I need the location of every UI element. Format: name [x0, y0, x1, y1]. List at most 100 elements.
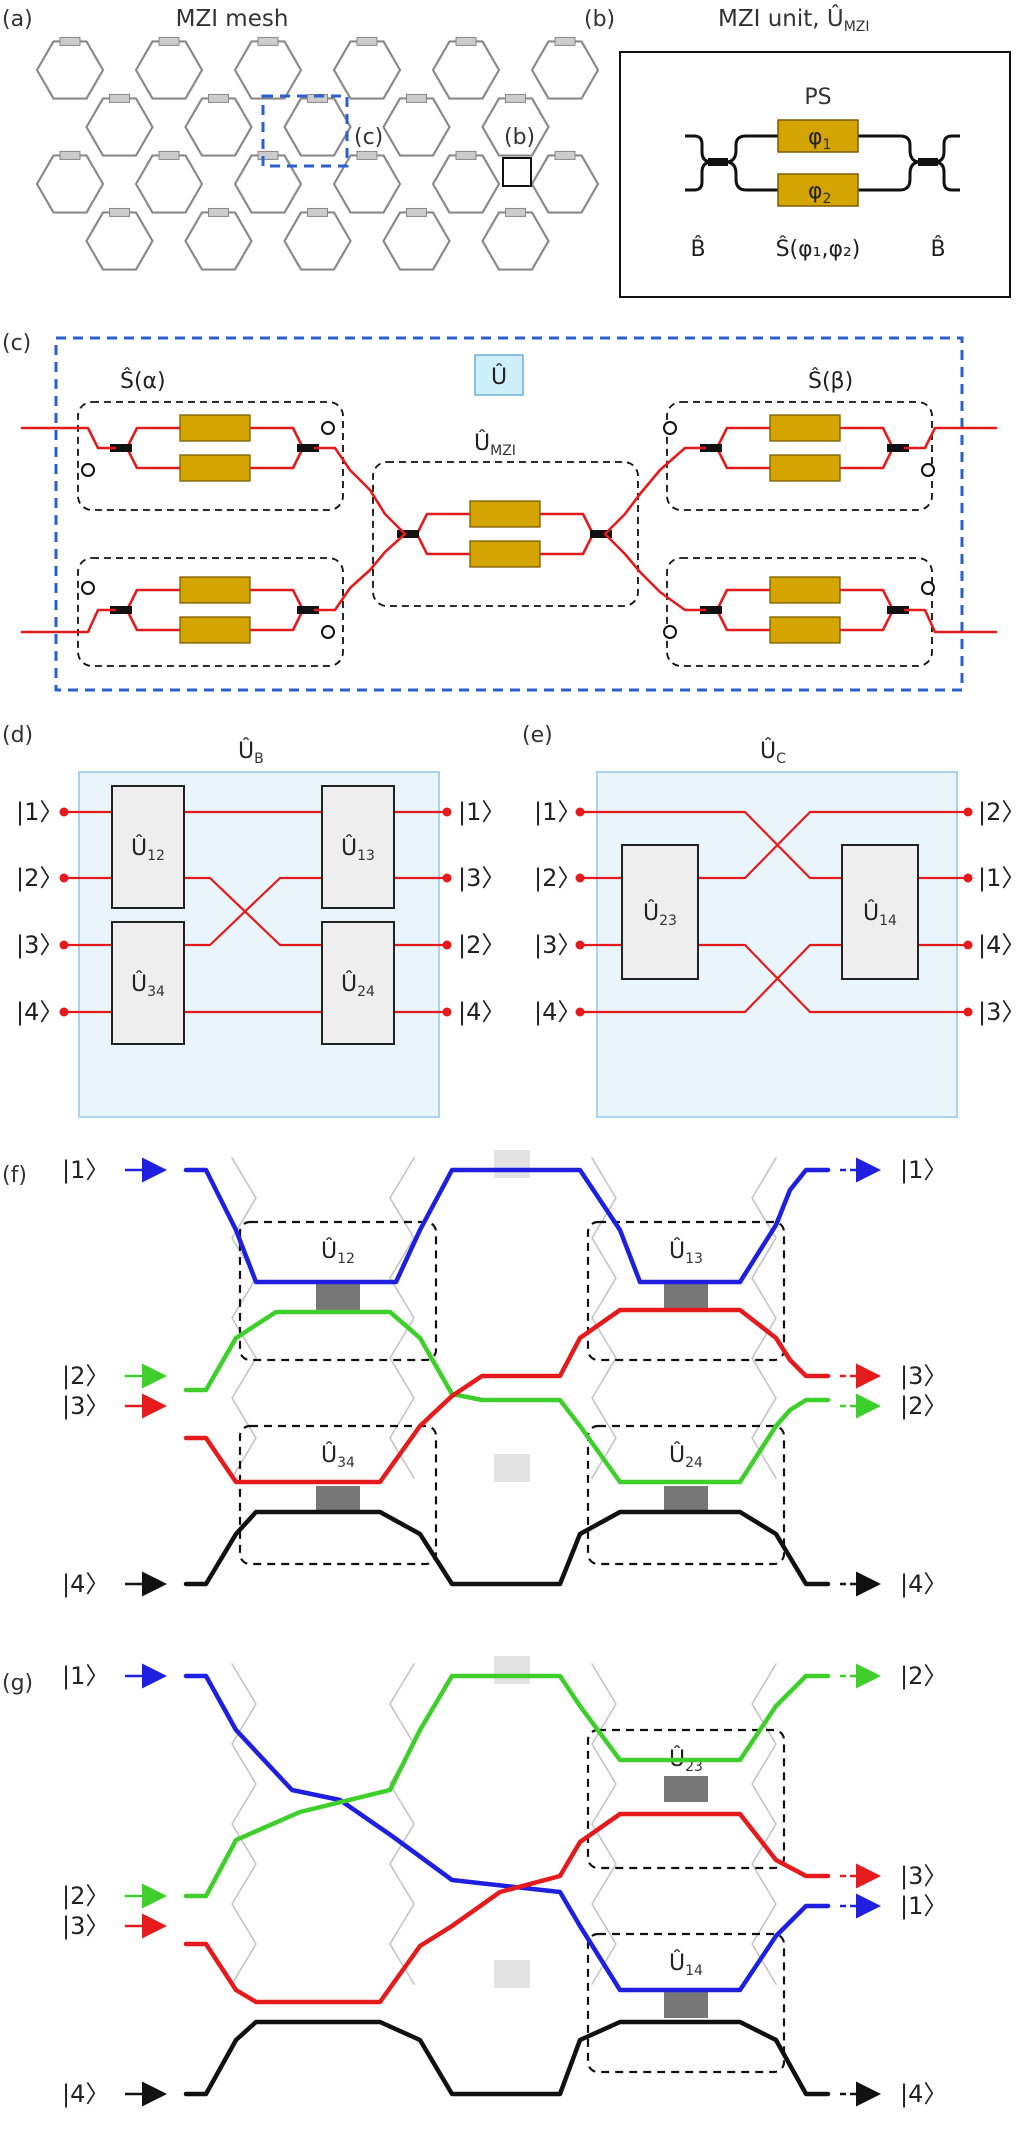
panel-d-output-ket-1: |3〉 — [458, 864, 505, 892]
panel-g-mesh-pad-bottom — [494, 1960, 530, 1988]
panel-g-output-ket-0: |2〉 — [900, 1662, 947, 1690]
panel-e-input-ket-2: |3〉 — [534, 931, 581, 959]
mesh-coupler-pad — [158, 36, 180, 46]
u-mzi-core-ps-top — [469, 500, 541, 528]
mesh-callout-b-box — [502, 157, 532, 187]
mesh-coupler-pad — [109, 207, 130, 217]
panel-d-unitary-box-2 — [321, 785, 395, 909]
panel-e-input-dot-2 — [575, 940, 585, 950]
mesh-hexagon-11 — [35, 154, 105, 214]
panel-b-tag: (b) — [584, 7, 615, 32]
panel-f-unit-coupler-2 — [316, 1486, 360, 1512]
panel-e-output-ket-0: |2〉 — [978, 798, 1016, 826]
panel-g-path-green — [183, 1673, 831, 1899]
panel-g-mesh-guide-1 — [389, 1663, 415, 1985]
panel-e-unitary-box-0 — [621, 844, 699, 980]
panel-f-unit-label-3: Û24 — [669, 1442, 703, 1471]
mesh-hexagon-13 — [233, 154, 303, 214]
mesh-hexagon-2 — [233, 40, 303, 100]
panel-e-input-ket-1: |2〉 — [534, 864, 581, 892]
beta-top-term-port — [663, 421, 677, 435]
ps-label: PS — [804, 85, 831, 110]
input-wire-top — [20, 426, 117, 450]
mesh-hexagon-7 — [184, 97, 253, 157]
panel-g-unit-label-1: Û14 — [669, 1950, 703, 1979]
panel-d-output-dot-2 — [442, 940, 452, 950]
mesh-hexagon-14 — [332, 154, 402, 214]
output-wire-bottom — [903, 608, 998, 634]
input-wire-bottom — [20, 608, 117, 634]
mesh-hexagon-5 — [530, 40, 600, 100]
panel-e-input-ket-0: |1〉 — [534, 798, 581, 826]
panel-g-output-ket-2: |1〉 — [900, 1892, 947, 1920]
panel-e-output-dot-2 — [963, 940, 973, 950]
mesh-coupler-pad — [406, 207, 427, 217]
mesh-coupler-pad — [208, 207, 229, 217]
panel-f-output-ket-0: |1〉 — [900, 1156, 947, 1184]
panel-c: (c) Û Ŝ(α) Ŝ(β) ÛMZI — [2, 331, 998, 692]
panel-d-unitary-label-2: Û13 — [341, 835, 375, 864]
s-alpha-label: Ŝ(α) — [120, 368, 166, 394]
mesh-hexagon-4 — [431, 40, 501, 100]
panel-b: (b) MZI unit, ÛMZI PS φ1 φ2 B̂ Ŝ(φ₁,φ₂) … — [584, 4, 1011, 298]
panel-d-unitary-box-1 — [111, 921, 185, 1045]
mesh-callout-b-label: (b) — [504, 125, 535, 150]
coupler-5 — [590, 530, 612, 538]
phase-shifter-1 — [777, 119, 859, 153]
mesh-coupler-pad — [455, 150, 477, 160]
link-core-to-beta-top — [603, 446, 707, 536]
panel-e-output-ket-1: |1〉 — [978, 864, 1016, 892]
coupler-1 — [297, 444, 319, 452]
mesh-coupler-pad — [554, 36, 576, 46]
mesh-hexagon-18 — [184, 211, 253, 271]
alpha-bottom-term-r-port — [321, 625, 335, 639]
panel-e-title: ÛC — [760, 738, 786, 767]
panel-d-output-ket-0: |1〉 — [458, 798, 505, 826]
mesh-coupler-pad — [307, 93, 328, 103]
panel-f-mesh-guide-1 — [389, 1157, 415, 1479]
panel-a-title: MZI mesh — [176, 6, 289, 32]
panel-f-path-blue — [183, 1167, 831, 1285]
panel-f-output-ket-3: |4〉 — [900, 1570, 947, 1598]
panel-e-output-dot-0 — [963, 807, 973, 817]
coupler-right — [918, 158, 938, 166]
mesh-hexagon-21 — [481, 211, 550, 271]
alpha-top-term-r-port — [321, 421, 335, 435]
mesh-hexagon-12 — [134, 154, 204, 214]
s-beta-top-mzi-ps-bottom — [769, 454, 841, 482]
panel-g-path-red — [183, 1811, 831, 2005]
s-beta-top-mzi-ps-top — [769, 414, 841, 442]
panel-f-mesh-guide-0 — [231, 1157, 257, 1479]
link-core-to-beta-bottom — [603, 532, 707, 612]
phase-shifter-2 — [777, 173, 859, 207]
u-mzi-label: ÛMZI — [474, 430, 516, 459]
mesh-hexagon-10 — [481, 97, 550, 157]
link-alpha-top-to-core — [313, 446, 407, 536]
u-mzi-core-ps-bottom — [469, 540, 541, 568]
mesh-coupler-pad — [406, 93, 427, 103]
panel-f-mesh-pad-top — [494, 1150, 530, 1178]
panel-g-unit-outline-0 — [586, 1728, 786, 1870]
s-beta-label: Ŝ(β) — [808, 368, 853, 394]
panel-d-unitary-label-0: Û12 — [131, 835, 165, 864]
panel-e-unitary-box-1 — [841, 844, 919, 980]
panel-d-output-dot-3 — [442, 1007, 452, 1017]
panel-g-unit-coupler-1 — [664, 1992, 708, 2018]
panel-e-unitary-label-1: Û14 — [863, 900, 897, 929]
panel-d-input-ket-3: |4〉 — [16, 998, 63, 1026]
panel-f-input-ket-2: |3〉 — [62, 1392, 109, 1420]
panel-d-title: ÛB — [238, 738, 264, 767]
coupler-7 — [887, 444, 909, 452]
panel-g-mesh-guide-0 — [231, 1663, 257, 1985]
panel-f-unit-coupler-1 — [664, 1284, 708, 1310]
mesh-coupler-pad — [356, 150, 378, 160]
mesh-coupler-pad — [257, 36, 279, 46]
panel-e-unitary-label-0: Û23 — [643, 900, 677, 929]
s-phi-label: Ŝ(φ₁,φ₂) — [776, 236, 861, 262]
panel-g-mesh-guide-3 — [751, 1663, 777, 1985]
panel-g-input-ket-3: |4〉 — [62, 2080, 109, 2108]
u-label: Û — [491, 364, 507, 390]
